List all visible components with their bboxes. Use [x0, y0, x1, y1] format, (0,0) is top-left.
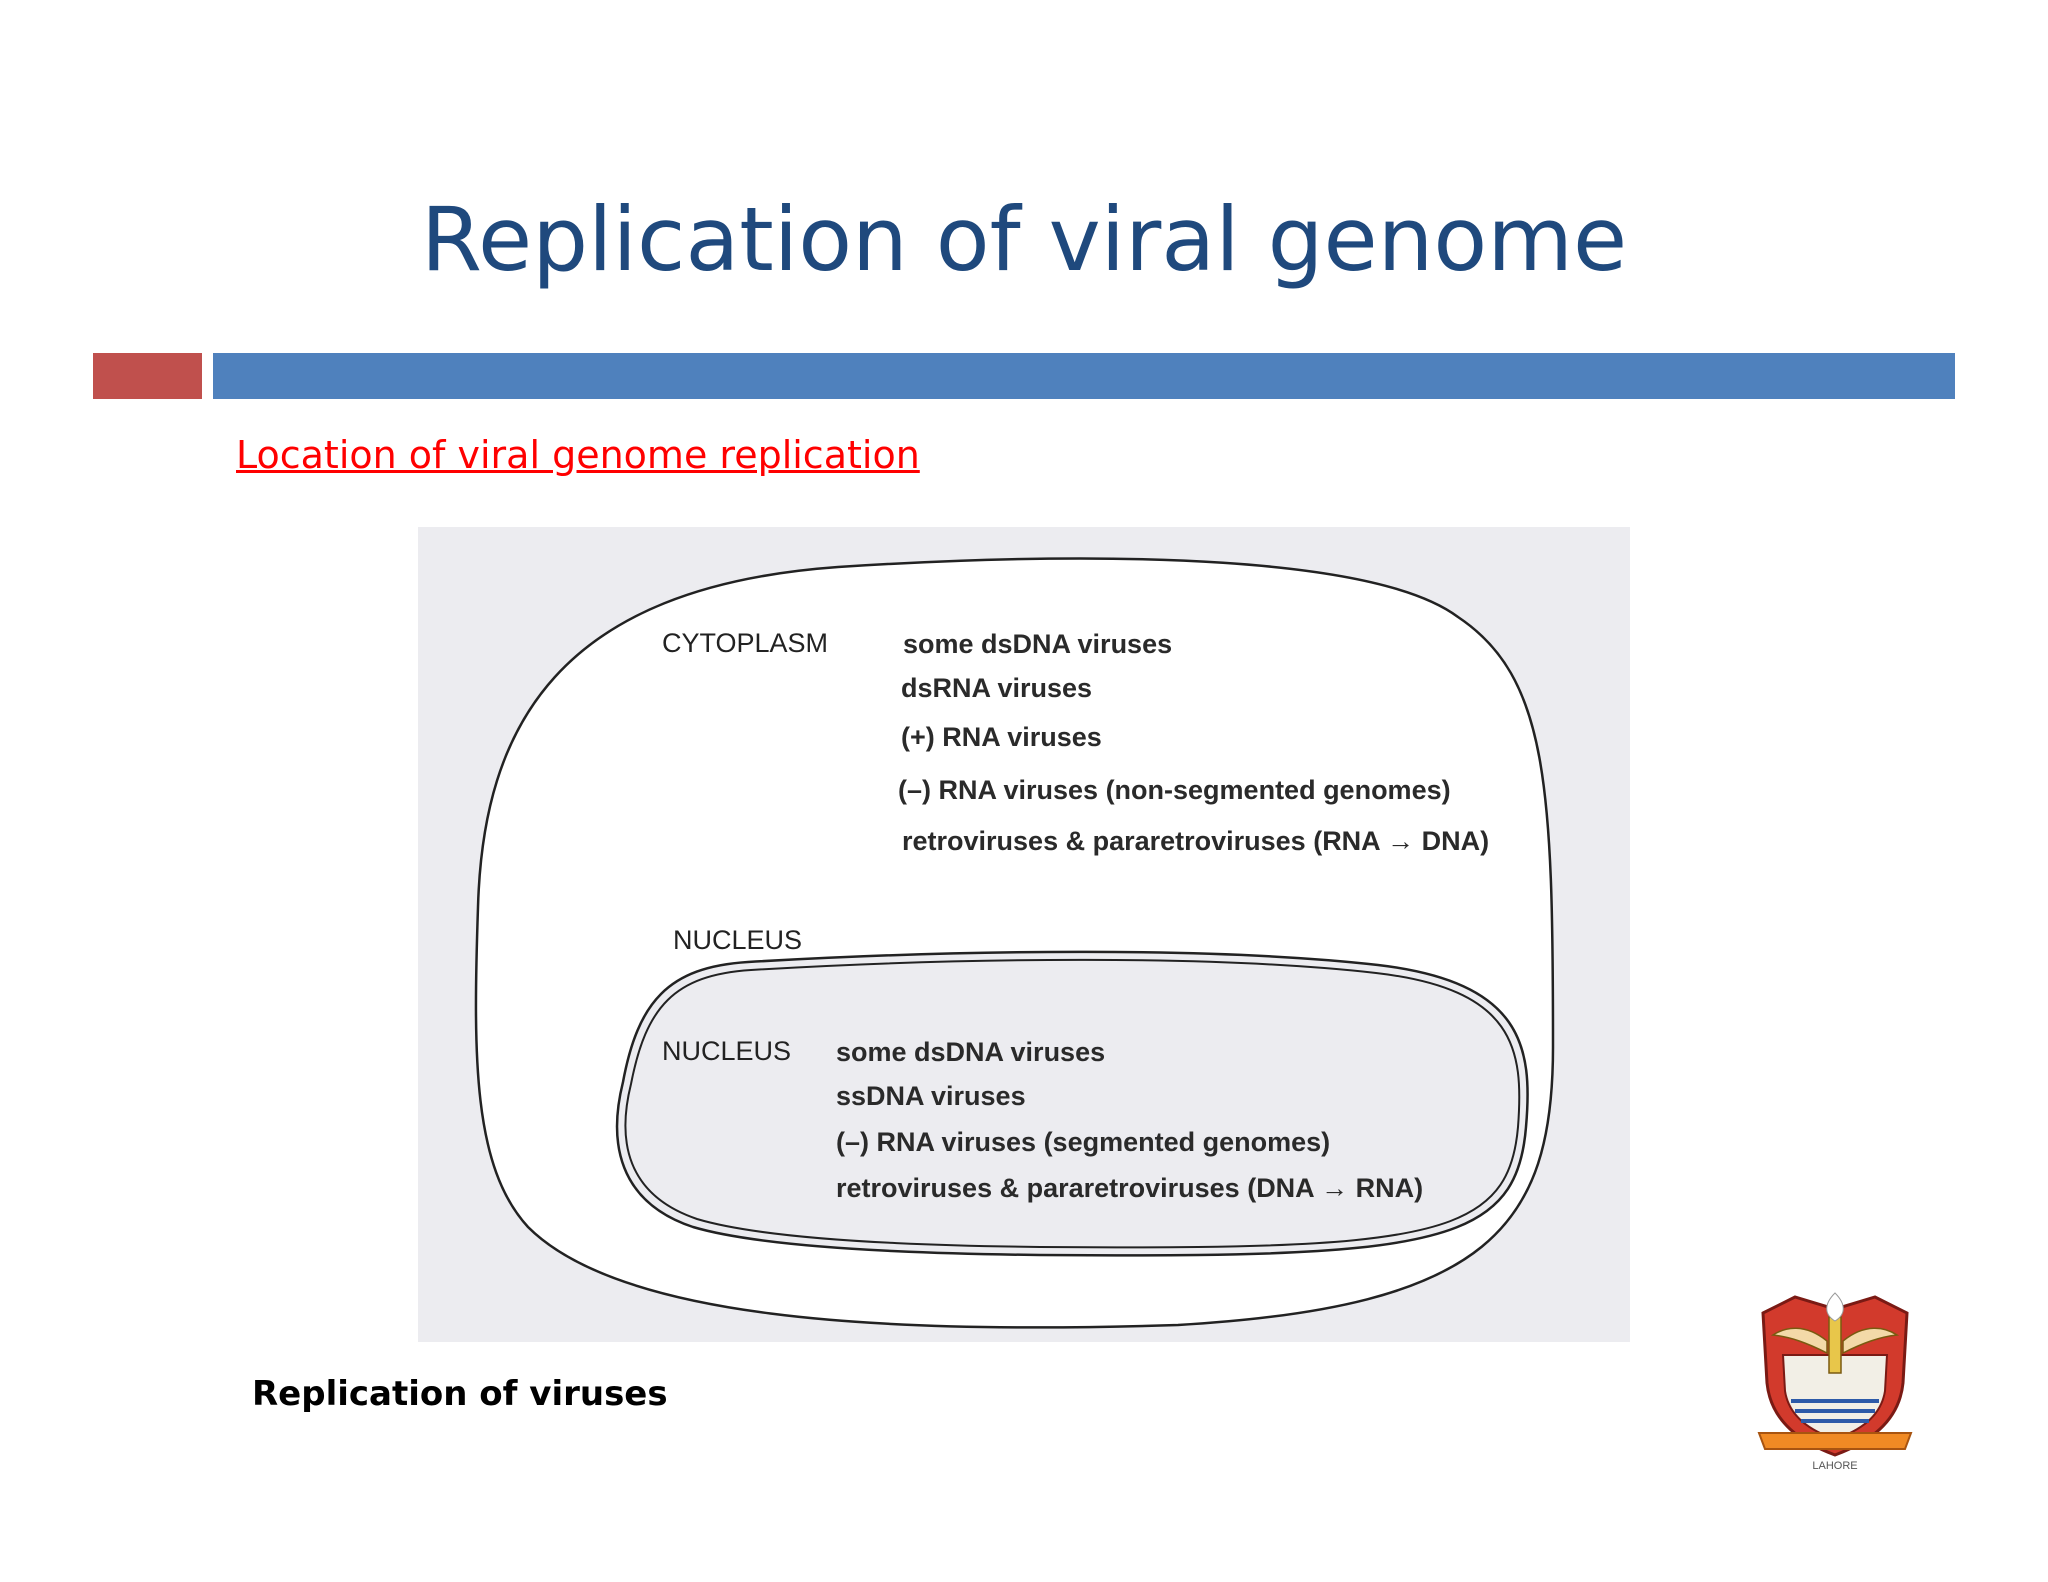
subheading-link[interactable]: Location of viral genome replication [236, 433, 920, 477]
nuclear-membrane-inner [624, 958, 1521, 1249]
college-crest-logo [1757, 1292, 1913, 1457]
cytoplasm-item: some dsDNA viruses [903, 629, 1173, 659]
nucleus-label: NUCLEUS [662, 1036, 792, 1066]
cytoplasm-item: dsRNA viruses [901, 673, 1093, 703]
slide-title: Replication of viral genome [420, 188, 1628, 291]
accent-bar-blue [213, 353, 1955, 399]
nucleus-item: (–) RNA viruses (segmented genomes) [836, 1127, 1331, 1157]
logo-caption: LAHORE [1812, 1460, 1858, 1472]
nucleus-item: ssDNA viruses [836, 1081, 1026, 1111]
cell-diagram: CYTOPLASM some dsDNA viruses dsRNA virus… [418, 527, 1630, 1342]
figure-caption: Replication of viruses [252, 1374, 668, 1414]
nucleus-outer-label: NUCLEUS [673, 925, 803, 955]
cytoplasm-item: (+) RNA viruses [901, 722, 1102, 752]
cell-outline-drawing [474, 557, 1555, 1329]
nucleus-item: retroviruses & pararetroviruses (DNA → R… [836, 1173, 1424, 1203]
cytoplasm-item: (–) RNA viruses (non-segmented genomes) [898, 775, 1451, 805]
nucleus-item: some dsDNA viruses [836, 1037, 1106, 1067]
nuclear-membrane-outer [615, 950, 1529, 1257]
cytoplasm-item: retroviruses & pararetroviruses (RNA → D… [902, 826, 1490, 856]
accent-bar-red [93, 353, 202, 399]
cytoplasm-label: CYTOPLASM [662, 628, 829, 658]
